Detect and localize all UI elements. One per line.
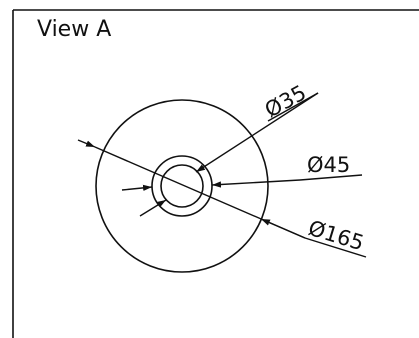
dim-45-leader <box>211 179 301 188</box>
outer-circle <box>95 99 269 273</box>
dim-45-arrow-opposite <box>121 184 153 192</box>
dim-165-label: Ø165 <box>306 216 367 256</box>
dim-165-arrow-outer <box>260 218 306 239</box>
dim-165-underline <box>304 237 367 258</box>
dim-45-underline <box>299 174 363 181</box>
inner-circle <box>160 164 204 208</box>
dim-45-label: Ø45 <box>307 153 350 177</box>
dim-35-arrow-opposite <box>139 199 167 217</box>
dim-165-leader <box>77 139 96 148</box>
view-title: View A <box>37 17 111 42</box>
dim-35-label: Ø35 <box>261 80 310 122</box>
dim-35-leader <box>195 92 319 173</box>
